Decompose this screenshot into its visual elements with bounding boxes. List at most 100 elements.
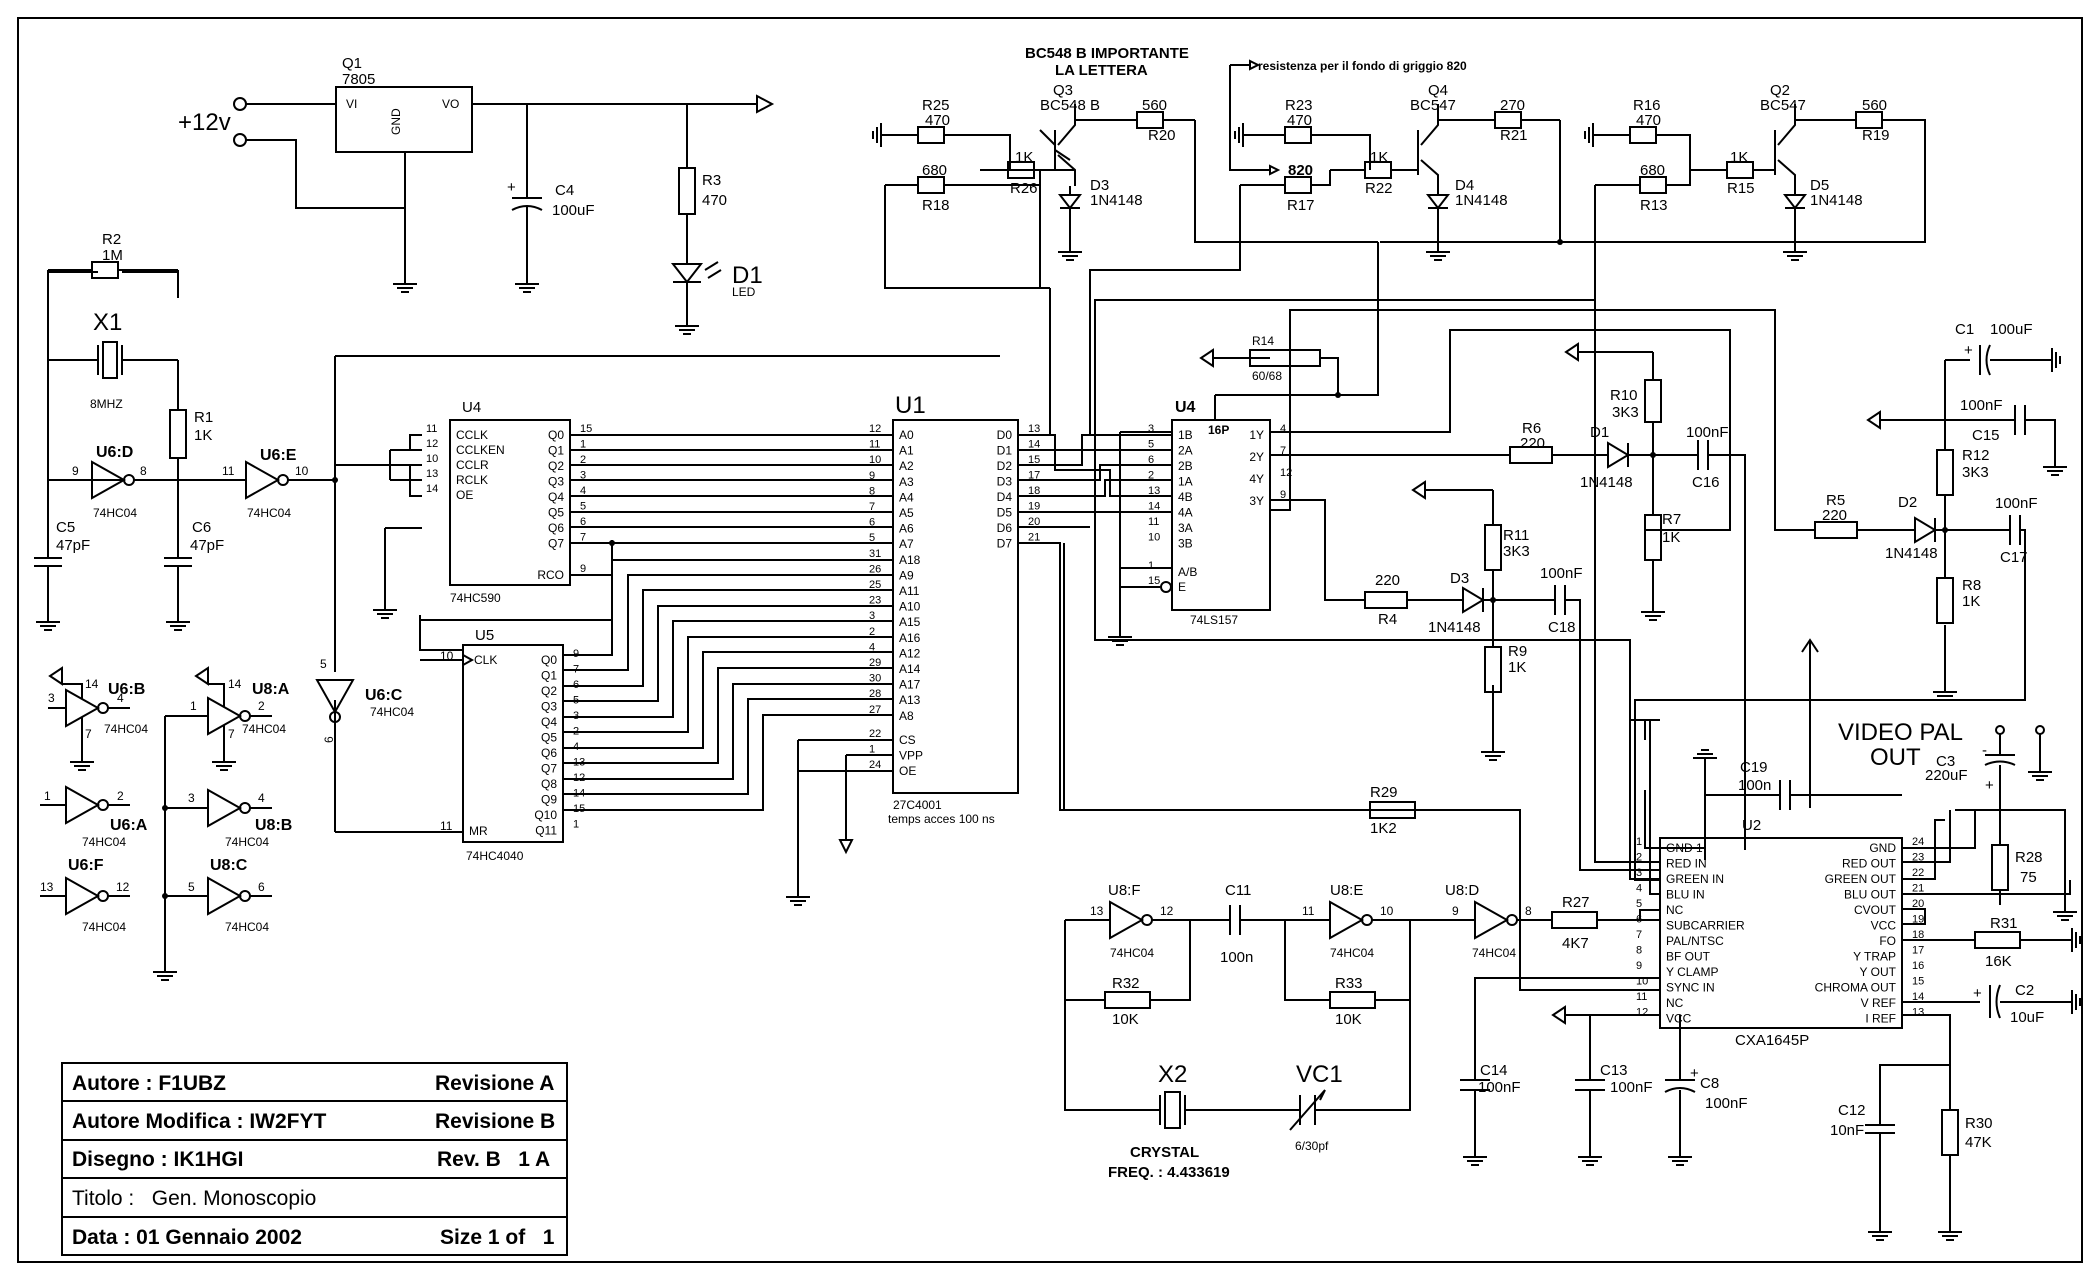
d1-value: LED	[732, 285, 756, 299]
u1-left-pin-15: A14	[899, 662, 921, 676]
u4a-part: 74HC590	[450, 591, 501, 605]
u1-left-pin-17: A13	[899, 693, 921, 707]
r14-value: 60/68	[1252, 369, 1282, 383]
q1-vi: VI	[346, 97, 357, 111]
u2-left-pin-10: NC	[1666, 996, 1684, 1010]
r11-value: 3K3	[1503, 543, 1530, 560]
vc1-value: 6/30pf	[1295, 1139, 1329, 1153]
u1-right-pinnum-5: 19	[1028, 501, 1040, 513]
r12-value: 3K3	[1962, 464, 1989, 481]
r18-ref: R18	[922, 197, 950, 214]
u4b-left-pin-1: E	[1178, 580, 1186, 594]
d2-ref: D2	[1898, 494, 1917, 511]
u6c-part: 74HC04	[370, 705, 414, 719]
u2-left-pinnum-8: 9	[1636, 960, 1642, 972]
title-block-rev-b: Revisione B	[435, 1110, 555, 1133]
u1-right-pin-7: D7	[997, 537, 1013, 551]
u4b-left-pinnum-1: 5	[1148, 439, 1154, 451]
title-block-drawing: Disegno : IK1HGI	[72, 1148, 244, 1171]
r8-ref: R8	[1962, 577, 1981, 594]
u1-right-pinnum-7: 21	[1028, 532, 1040, 544]
r28-ref: R28	[2015, 849, 2043, 866]
c8-value: 100nF	[1705, 1095, 1748, 1112]
r20-value: 560	[1142, 97, 1167, 114]
c1-value: 100uF	[1990, 321, 2033, 338]
u2-ref: U2	[1742, 817, 1761, 834]
u1-left-pin-16: A17	[899, 678, 921, 692]
video-out-line2: OUT	[1870, 744, 1921, 771]
u2-right-pin-3: BLU OUT	[1844, 888, 1897, 902]
note-freq: FREQ. : 4.433619	[1108, 1164, 1230, 1181]
u1-right-pinnum-2: 15	[1028, 454, 1040, 466]
u6f-in: 13	[40, 880, 54, 894]
driver-q3: BC548 B IMPORTANTE LA LETTERA R25 470 68…	[872, 45, 1378, 436]
u1-left-pinnum-11: 23	[869, 595, 881, 607]
q1-value: 7805	[342, 71, 375, 88]
u1-left-pin-12: A15	[899, 615, 921, 629]
u5-clk: CLK	[474, 653, 497, 667]
u1-left-pinnum-16: 30	[869, 673, 881, 685]
u1-right-pin-0: D0	[997, 428, 1013, 442]
r22-ref: R22	[1365, 180, 1393, 197]
network-green: 220 R4 D3 1N4148 100nF C18 R11 3K3 R9 1K	[1270, 480, 1660, 871]
c3-plus: -	[1982, 742, 1987, 759]
u1-left-pin-0: A0	[899, 428, 914, 442]
u8c-out: 6	[258, 880, 265, 894]
c6-value: 47pF	[190, 537, 224, 554]
u1-left-pinnum-0: 22	[869, 728, 881, 740]
c3-ref: C3	[1936, 753, 1955, 770]
c3-value: 220uF	[1925, 767, 1968, 784]
r4-value: 220	[1375, 572, 1400, 589]
u4a-left-pin-1: CCLKEN	[456, 443, 505, 457]
u4b-left-pin-7: 3B	[1178, 537, 1193, 551]
c4-plus: +	[507, 179, 516, 196]
u4b-left-pinnum-2: 6	[1148, 454, 1154, 466]
c18-ref: C18	[1548, 619, 1576, 636]
u2-left-pin-1: RED IN	[1666, 857, 1707, 871]
c18-value: 100nF	[1540, 565, 1583, 582]
u1-left-pin-2: A2	[899, 459, 914, 473]
u4a-right-pin-7: Q7	[548, 537, 564, 551]
u1-left-pinnum-2: 10	[869, 454, 881, 466]
u4a-left-pin-3: RCLK	[456, 473, 488, 487]
r7-value: 1K	[1662, 529, 1680, 546]
u8d-ref: U8:D	[1445, 882, 1479, 899]
r33-ref: R33	[1335, 975, 1363, 992]
r9-value: 1K	[1508, 659, 1526, 676]
u2-left-pinnum-7: 8	[1636, 945, 1642, 957]
u4a-left-pinnum-1: 12	[426, 438, 438, 450]
u8a-ref: U8:A	[252, 681, 290, 698]
u1-right-pinnum-0: 13	[1028, 423, 1040, 435]
u4a-right-pinnum-0: 9	[580, 563, 586, 575]
r26-ref: R26	[1010, 180, 1038, 197]
r13-ref: R13	[1640, 197, 1668, 214]
u6e-out: 10	[295, 464, 309, 478]
u8a-part: 74HC04	[242, 722, 286, 736]
u5-right-pin-3: Q3	[541, 700, 557, 714]
x2-ref: X2	[1158, 1061, 1187, 1088]
r15-ref: R15	[1727, 180, 1755, 197]
r31-ref: R31	[1990, 915, 2018, 932]
u5-mr: MR	[469, 824, 488, 838]
c17-ref: C17	[2000, 549, 2028, 566]
u6c-in: 5	[320, 657, 327, 671]
ic-u4-74ls157: U4 16P 74LS157 1B32A52B61A24B134A143A113…	[1018, 242, 1520, 811]
r11-ref: R11	[1503, 527, 1529, 544]
u1-left-pin-9: A9	[899, 568, 914, 582]
d1-ref: D1	[732, 262, 763, 289]
title-block-author: Autore : F1UBZ	[72, 1072, 226, 1095]
u4a-right-pin-1: Q1	[548, 444, 564, 458]
u4b-left-pin-0: A/B	[1178, 565, 1197, 579]
title-block-date: Data : 01 Gennaio 2002	[72, 1226, 302, 1249]
u1-left-pinnum-4: 8	[869, 485, 875, 497]
u2-left-pin-4: NC	[1666, 903, 1684, 917]
u4b-left-pinnum-3: 2	[1148, 470, 1154, 482]
d3top-ref: D3	[1090, 177, 1109, 194]
q4-value: BC547	[1410, 97, 1456, 114]
u4b-left-pinnum-4: 13	[1148, 485, 1160, 497]
r9-ref: R9	[1508, 643, 1527, 660]
u1-right-pin-1: D1	[997, 444, 1013, 458]
r4-ref: R4	[1378, 611, 1397, 628]
u2-part: CXA1645P	[1735, 1032, 1809, 1049]
